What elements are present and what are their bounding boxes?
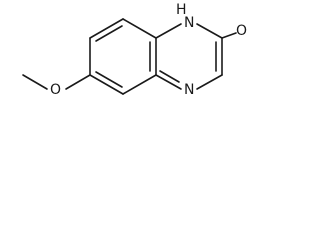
bond-o-ch3	[22, 74, 48, 90]
double-bond-inner-c8-c7	[95, 25, 123, 42]
bond-c6-c5	[89, 74, 124, 95]
bond-c2-o	[221, 32, 237, 39]
bond-c5-c4a	[122, 74, 157, 95]
atom-label-o-carbonyl: O	[236, 23, 247, 39]
bond-c8-c7	[89, 18, 124, 39]
double-bond-inner-c6-c5	[95, 71, 123, 88]
bond-c8a-c8	[122, 18, 157, 39]
atom-label-o-methoxy: O	[50, 82, 61, 98]
bond-c3-n4	[196, 74, 223, 90]
bond-c6-o	[65, 74, 91, 90]
bond-n1-c2	[196, 23, 223, 39]
double-bond-inner-n4-c4a	[159, 70, 180, 83]
atom-label-n4: N	[184, 82, 194, 98]
atom-label-h: H	[176, 2, 187, 18]
atom-label-n1: N	[184, 15, 194, 31]
chemical-structure-diagram: H N O N O	[22, 2, 247, 98]
bond-n4-c4a	[155, 74, 182, 90]
bond-c8a-n1	[155, 23, 182, 39]
